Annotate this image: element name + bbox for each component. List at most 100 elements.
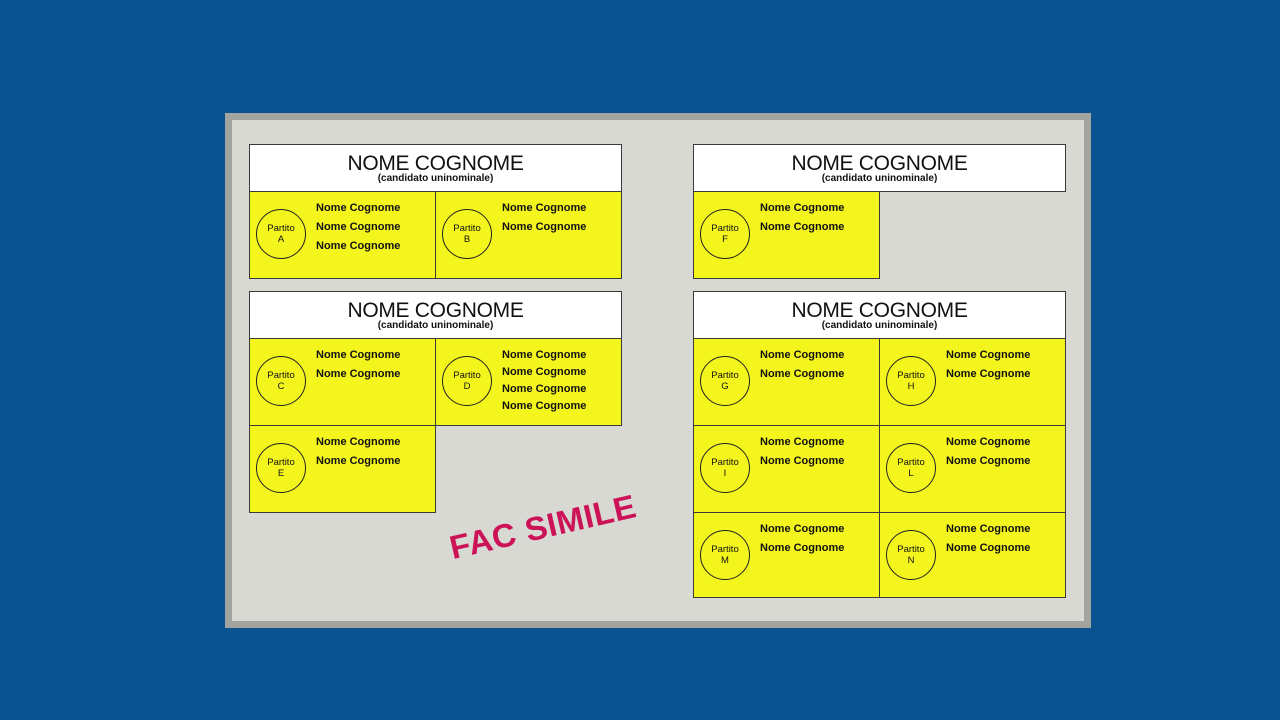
candidate-name: NOME COGNOME xyxy=(791,152,968,175)
party-cell[interactable]: Partito E Nome Cognome Nome Cognome xyxy=(249,425,436,513)
party-letter: A xyxy=(277,234,285,245)
party-logo[interactable]: Partito L xyxy=(886,443,936,493)
party-label: Partito xyxy=(711,457,739,468)
party-letter: L xyxy=(908,468,914,479)
list-candidate: Nome Cognome xyxy=(316,221,401,233)
party-cell[interactable]: Partito A Nome Cognome Nome Cognome Nome… xyxy=(249,191,436,279)
party-candidates: Nome Cognome Nome Cognome xyxy=(946,349,1030,387)
candidate-subtitle: (candidato uninominale) xyxy=(821,173,938,184)
party-logo[interactable]: Partito H xyxy=(886,356,936,406)
list-candidate: Nome Cognome xyxy=(760,542,845,554)
party-cell[interactable]: Partito N Nome Cognome Nome Cognome xyxy=(879,512,1066,598)
party-letter: G xyxy=(721,381,729,392)
candidate-subtitle: (candidato uninominale) xyxy=(821,320,938,331)
list-candidate: Nome Cognome xyxy=(502,400,587,412)
candidate-header: NOME COGNOME (candidato uninominale) xyxy=(693,291,1066,339)
party-logo[interactable]: Partito N xyxy=(886,530,936,580)
party-candidates: Nome Cognome Nome Cognome xyxy=(946,436,1030,474)
party-letter: H xyxy=(907,381,915,392)
party-label: Partito xyxy=(711,544,739,555)
candidate-name: NOME COGNOME xyxy=(791,299,968,322)
party-logo[interactable]: Partito I xyxy=(700,443,750,493)
list-candidate: Nome Cognome xyxy=(502,349,587,361)
party-candidates: Nome Cognome Nome Cognome xyxy=(760,436,844,474)
list-candidate: Nome Cognome xyxy=(946,523,1031,535)
party-label: Partito xyxy=(897,544,925,555)
party-label: Partito xyxy=(267,457,295,468)
party-cell[interactable]: Partito D Nome Cognome Nome Cognome Nome… xyxy=(435,338,622,426)
party-candidates: Nome Cognome Nome Cognome xyxy=(316,436,400,474)
candidate-subtitle: (candidato uninominale) xyxy=(377,173,494,184)
party-logo[interactable]: Partito E xyxy=(256,443,306,493)
party-letter: C xyxy=(277,381,285,392)
party-label: Partito xyxy=(267,370,295,381)
party-label: Partito xyxy=(711,370,739,381)
party-letter: N xyxy=(907,555,915,566)
list-candidate: Nome Cognome xyxy=(502,202,587,214)
party-logo[interactable]: Partito A xyxy=(256,209,306,259)
list-candidate: Nome Cognome xyxy=(760,202,845,214)
list-candidate: Nome Cognome xyxy=(760,221,845,233)
party-cell[interactable]: Partito I Nome Cognome Nome Cognome xyxy=(693,425,880,513)
list-candidate: Nome Cognome xyxy=(946,436,1031,448)
party-label: Partito xyxy=(267,223,295,234)
party-candidates: Nome Cognome Nome Cognome Nome Cognome N… xyxy=(502,349,586,417)
party-candidates: Nome Cognome Nome Cognome xyxy=(502,202,586,240)
list-candidate: Nome Cognome xyxy=(760,368,845,380)
party-logo[interactable]: Partito G xyxy=(700,356,750,406)
list-candidate: Nome Cognome xyxy=(316,202,401,214)
party-cell[interactable]: Partito H Nome Cognome Nome Cognome xyxy=(879,338,1066,426)
party-logo[interactable]: Partito M xyxy=(700,530,750,580)
party-candidates: Nome Cognome Nome Cognome xyxy=(760,349,844,387)
party-label: Partito xyxy=(711,223,739,234)
party-letter: D xyxy=(463,381,471,392)
candidate-name: NOME COGNOME xyxy=(347,152,524,175)
party-logo[interactable]: Partito D xyxy=(442,356,492,406)
party-label: Partito xyxy=(897,370,925,381)
list-candidate: Nome Cognome xyxy=(502,221,587,233)
ballot-sheet: NOME COGNOME (candidato uninominale) Par… xyxy=(225,113,1091,628)
list-candidate: Nome Cognome xyxy=(316,368,401,380)
list-candidate: Nome Cognome xyxy=(502,383,587,395)
party-cell[interactable]: Partito G Nome Cognome Nome Cognome xyxy=(693,338,880,426)
party-label: Partito xyxy=(453,370,481,381)
party-letter: E xyxy=(277,468,285,479)
party-cell[interactable]: Partito F Nome Cognome Nome Cognome xyxy=(693,191,880,279)
list-candidate: Nome Cognome xyxy=(946,542,1031,554)
list-candidate: Nome Cognome xyxy=(946,455,1031,467)
party-candidates: Nome Cognome Nome Cognome xyxy=(316,349,400,387)
party-cell[interactable]: Partito M Nome Cognome Nome Cognome xyxy=(693,512,880,598)
party-letter: F xyxy=(722,234,728,245)
party-letter: B xyxy=(463,234,471,245)
party-logo[interactable]: Partito C xyxy=(256,356,306,406)
party-cell[interactable]: Partito B Nome Cognome Nome Cognome xyxy=(435,191,622,279)
party-label: Partito xyxy=(897,457,925,468)
list-candidate: Nome Cognome xyxy=(316,455,401,467)
candidate-header: NOME COGNOME (candidato uninominale) xyxy=(249,144,622,192)
party-cell[interactable]: Partito L Nome Cognome Nome Cognome xyxy=(879,425,1066,513)
list-candidate: Nome Cognome xyxy=(760,436,845,448)
party-candidates: Nome Cognome Nome Cognome Nome Cognome xyxy=(316,202,400,259)
party-cell[interactable]: Partito C Nome Cognome Nome Cognome xyxy=(249,338,436,426)
list-candidate: Nome Cognome xyxy=(760,349,845,361)
list-candidate: Nome Cognome xyxy=(760,523,845,535)
party-candidates: Nome Cognome Nome Cognome xyxy=(760,523,844,561)
candidate-header: NOME COGNOME (candidato uninominale) xyxy=(249,291,622,339)
party-letter: M xyxy=(721,555,729,566)
candidate-header: NOME COGNOME (candidato uninominale) xyxy=(693,144,1066,192)
list-candidate: Nome Cognome xyxy=(760,455,845,467)
party-candidates: Nome Cognome Nome Cognome xyxy=(946,523,1030,561)
list-candidate: Nome Cognome xyxy=(946,349,1031,361)
party-label: Partito xyxy=(453,223,481,234)
list-candidate: Nome Cognome xyxy=(316,240,401,252)
list-candidate: Nome Cognome xyxy=(946,368,1031,380)
party-candidates: Nome Cognome Nome Cognome xyxy=(760,202,844,240)
party-letter: I xyxy=(723,468,727,479)
list-candidate: Nome Cognome xyxy=(502,366,587,378)
list-candidate: Nome Cognome xyxy=(316,349,401,361)
candidate-subtitle: (candidato uninominale) xyxy=(377,320,494,331)
candidate-name: NOME COGNOME xyxy=(347,299,524,322)
party-logo[interactable]: Partito B xyxy=(442,209,492,259)
list-candidate: Nome Cognome xyxy=(316,436,401,448)
party-logo[interactable]: Partito F xyxy=(700,209,750,259)
